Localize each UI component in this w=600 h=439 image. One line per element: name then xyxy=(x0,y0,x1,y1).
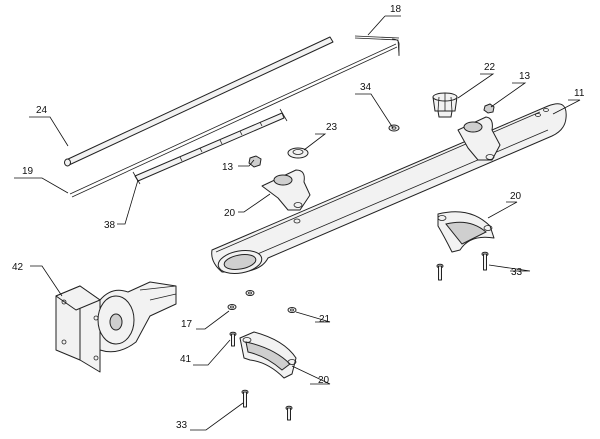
callout-13-left: 13 xyxy=(222,162,234,173)
callout-41: 41 xyxy=(180,354,192,365)
callout-22: 22 xyxy=(484,62,496,73)
callout-20-right: 20 xyxy=(510,191,522,202)
bracket-part-20-lower xyxy=(239,331,297,379)
mounting-block-part-42 xyxy=(55,281,177,373)
ring-part-23 xyxy=(287,147,309,159)
callout-23: 23 xyxy=(326,122,338,133)
callout-21: 21 xyxy=(319,314,331,325)
callout-19: 19 xyxy=(22,166,34,177)
callout-17: 17 xyxy=(181,319,193,330)
rod-part-19 xyxy=(69,43,398,198)
callout-13-right: 13 xyxy=(519,71,531,82)
callout-34: 34 xyxy=(360,82,372,93)
bracket-part-20-right xyxy=(457,116,501,161)
rod-part-24 xyxy=(64,36,334,167)
callout-33-bottom: 33 xyxy=(176,420,188,431)
callout-20-upper: 20 xyxy=(224,208,236,219)
washer-part-17 xyxy=(227,304,237,310)
screw-part-33-bottom-a xyxy=(241,389,249,408)
screw-part-33-right-b xyxy=(481,251,489,271)
callout-38: 38 xyxy=(104,220,116,231)
bracket-part-20-upper xyxy=(261,169,311,211)
screw-part-41 xyxy=(229,331,237,347)
knob-part-22 xyxy=(432,92,458,118)
washer-part-34 xyxy=(388,124,400,132)
callout-20-lower: 20 xyxy=(318,375,330,386)
shaft-part-38 xyxy=(132,108,288,185)
screw-part-33-right-a xyxy=(436,263,444,281)
callout-42: 42 xyxy=(12,262,24,273)
callout-18: 18 xyxy=(390,4,402,15)
washer-part-21 xyxy=(287,307,297,313)
washer-top xyxy=(245,290,255,296)
nut-part-13-right xyxy=(483,103,495,114)
bracket-part-20-loose xyxy=(437,211,495,253)
callout-33-right: 33 xyxy=(511,267,523,278)
callout-24: 24 xyxy=(36,105,48,116)
screw-part-33-bottom-b xyxy=(285,405,293,421)
nut-part-13-left xyxy=(248,155,262,168)
leader-lines xyxy=(14,15,581,431)
bent-rod-part-18 xyxy=(354,35,400,56)
callout-11: 11 xyxy=(574,88,585,99)
